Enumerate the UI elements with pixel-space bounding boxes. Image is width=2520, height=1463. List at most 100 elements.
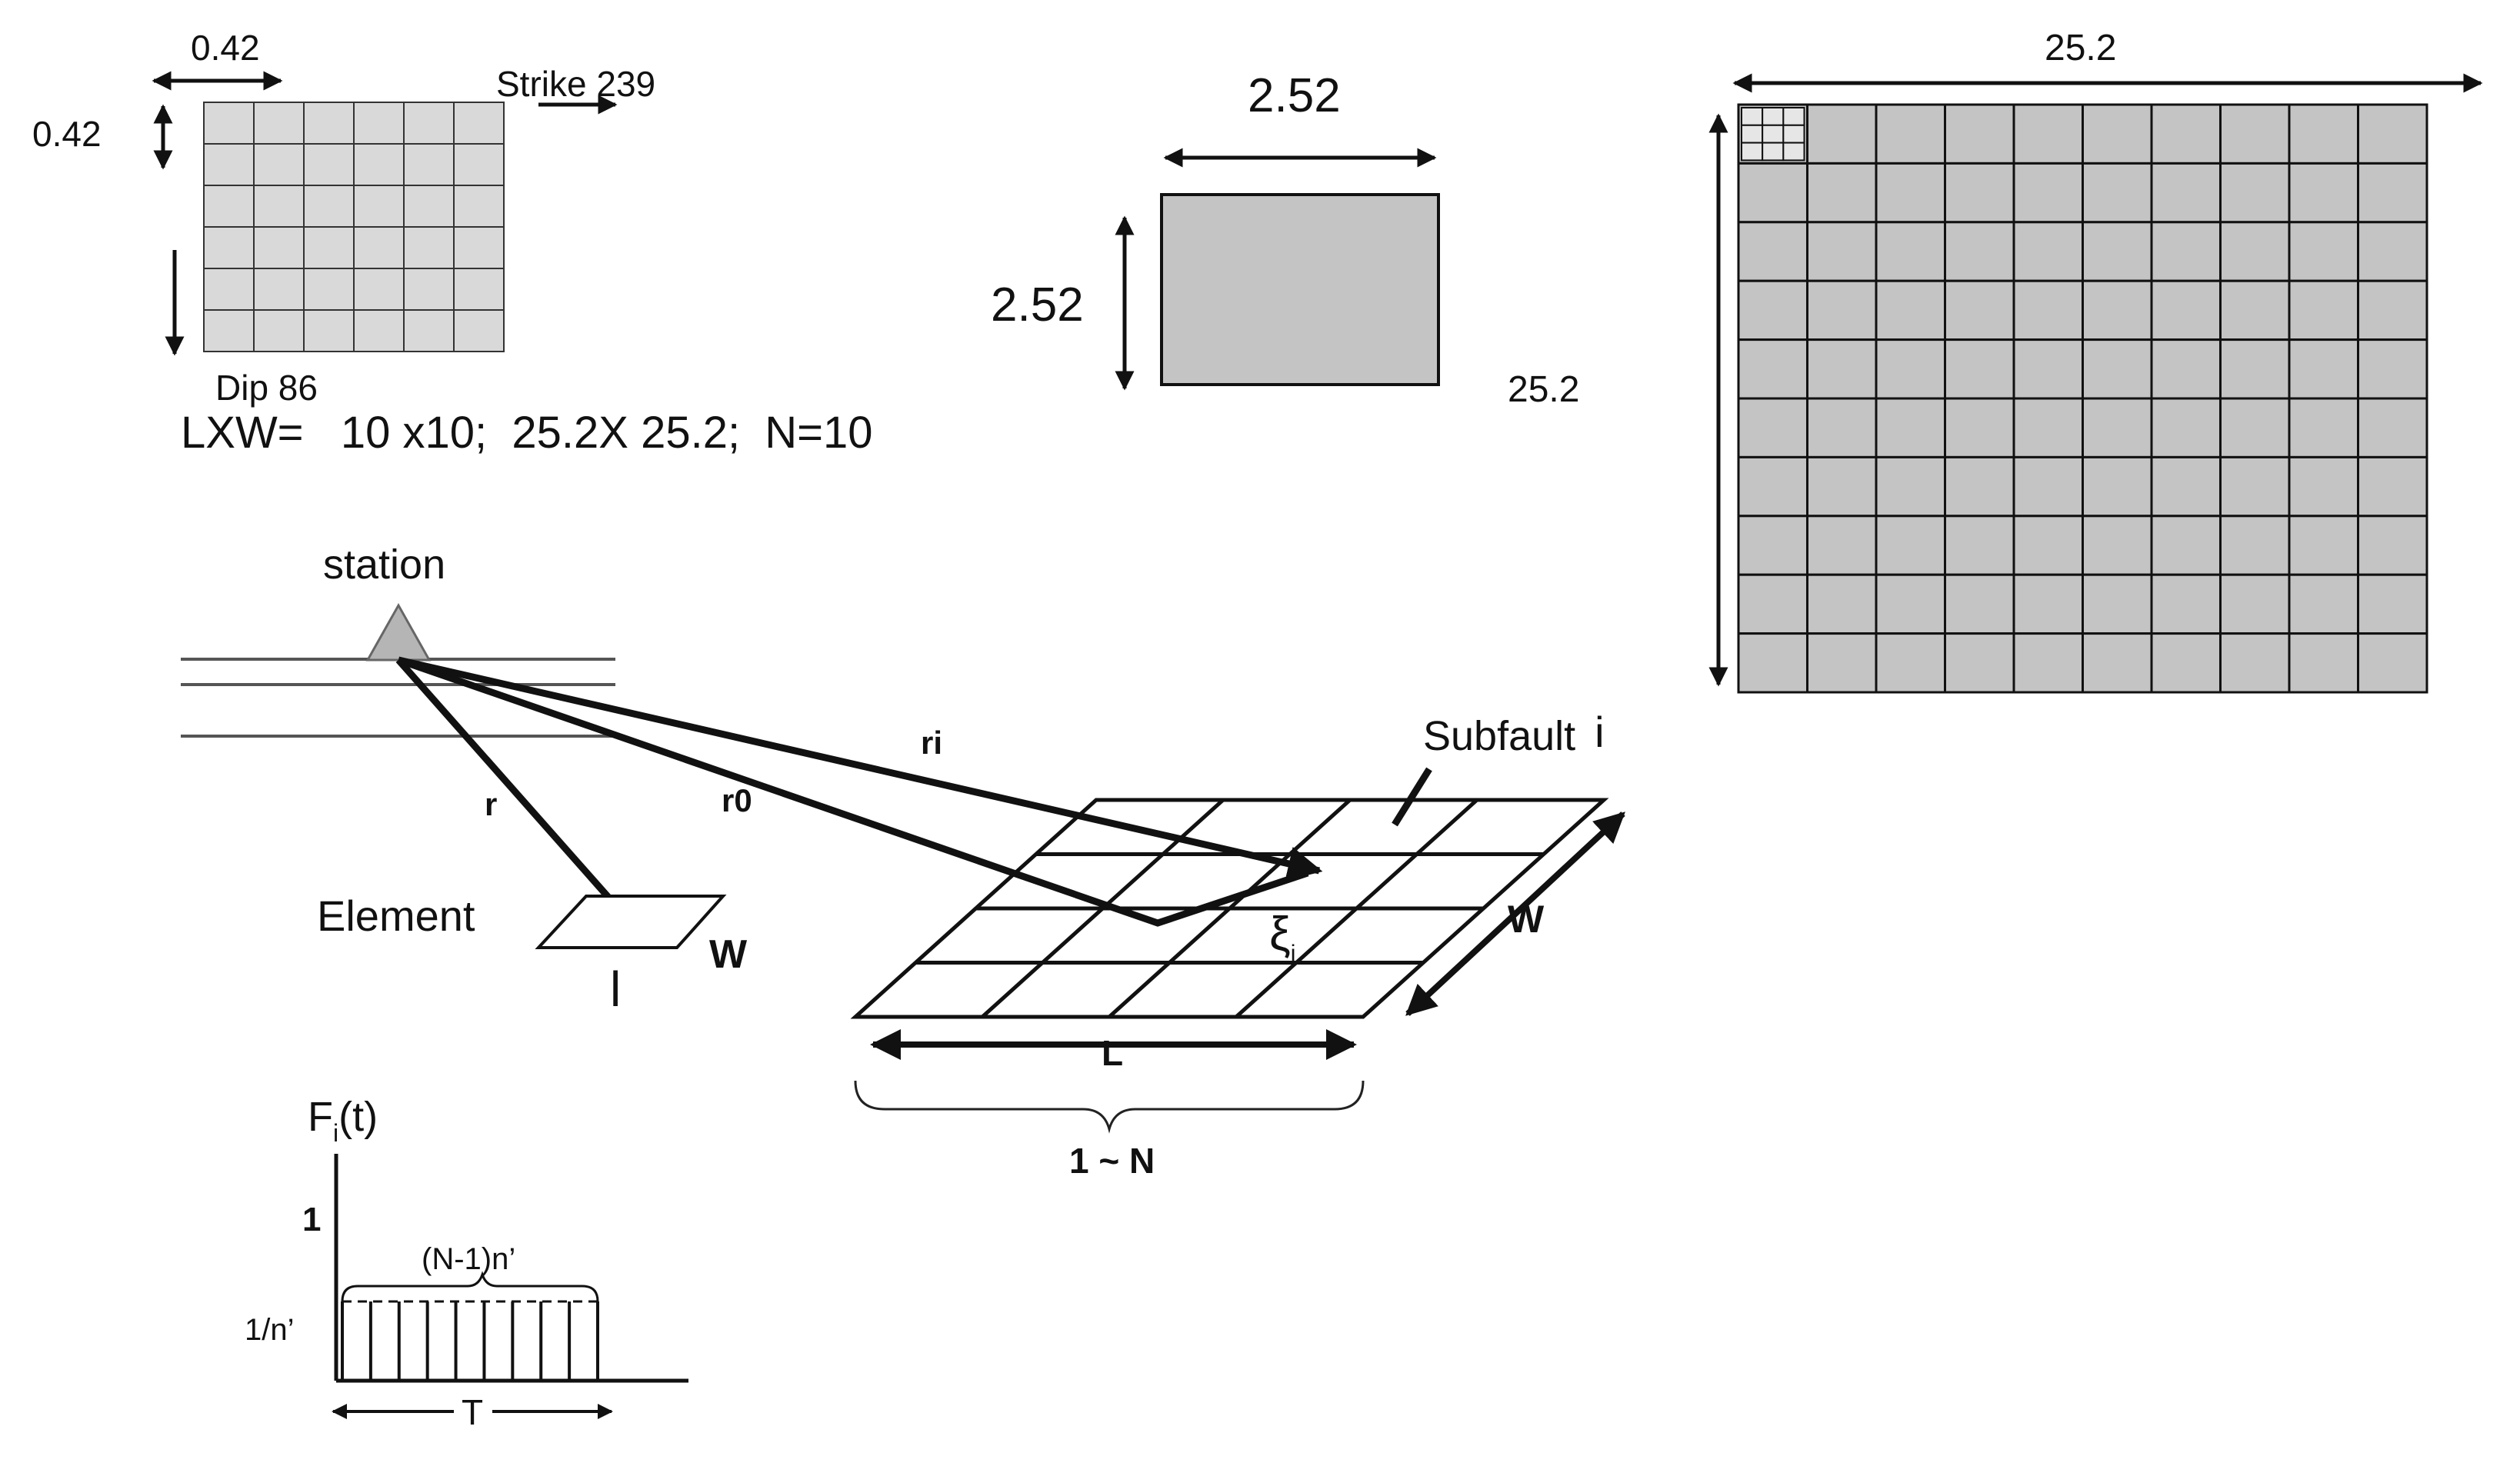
grid-cell [353,185,405,228]
subgrid-cell [1741,124,1764,144]
grid-cell [303,309,355,352]
grid-cell [2082,573,2153,635]
height-label: 0.42 [32,114,102,154]
grid-cell [2150,573,2222,635]
subgrid-cell [1782,124,1805,144]
time-function-panel: Fi(t) 1 1/n’ (N-1)n’ T [245,1094,688,1433]
ray-r [395,658,626,916]
grid-cell [1875,103,1946,165]
grid-cell [1944,632,2015,694]
grid-cell [1944,279,2015,342]
grid-cell [1806,397,1878,458]
grid-cell [1806,455,1878,518]
grid-cell [2150,455,2222,518]
fault-w-label: W [1508,898,1545,941]
grid-cell [2219,221,2291,282]
grid-cell [1737,632,1808,694]
t-label: T [462,1392,483,1432]
grid-cell [203,143,255,186]
grid-cell [303,102,355,145]
grid-cell [1806,279,1878,342]
ri-label: ri [921,725,942,761]
grid-cell [403,143,455,186]
grid-cell [1806,632,1878,694]
ray-ri [397,656,1323,881]
grid-cell [1944,162,2015,224]
grid-cell [2082,455,2153,518]
grid-cell [2082,632,2153,694]
xi-subscript: i [1291,941,1296,966]
grid-cell [203,226,255,269]
grid-cell [203,102,255,145]
range-label: 1 ~ N [1069,1141,1155,1181]
grid-cell [2357,515,2428,576]
grid-cell [1944,338,2015,400]
grid-cell [1737,573,1808,635]
grid-cell [2012,455,2084,518]
grid-cell [1875,573,1946,635]
f-argument: (t) [338,1094,378,1140]
t-label-backdrop [454,1391,492,1433]
grid-cell [1944,221,2015,282]
grid-cell [353,226,405,269]
grid-cell [1806,573,1878,635]
subgrid-cell [1762,142,1785,162]
subgrid-cell [1762,124,1785,144]
grid-cell [453,226,505,269]
range-brace [854,1080,1365,1134]
geometry-panel: station r Element l W r0 ri Subfault i ξ… [181,542,1625,1181]
grid-cell [1944,397,2015,458]
grid-cell [2288,103,2359,165]
fault-w-arrow [1405,811,1625,1016]
xi-symbol: ξ [1269,908,1291,961]
grid-cell [2012,515,2084,576]
grid-cell [2288,632,2359,694]
subgrid-cell [1741,107,1764,126]
grid-cell [2082,221,2153,282]
grid-cell [1875,221,1946,282]
grid-cell [403,309,455,352]
subfault-label: Subfault i [1423,708,1605,759]
grid-cell [2219,455,2291,518]
grid-cell [1944,103,2015,165]
grid-cell [453,309,505,352]
grid-cell [1806,162,1878,224]
grid-cell [2357,279,2428,342]
grid-cell [2150,221,2222,282]
element-grid-panel: 0.42 0.42 Strike 239 Dip 86 LXW= 10 x10;… [32,28,873,458]
grid-cell [2150,103,2222,165]
grid-cell [253,185,305,228]
grid-cell [453,268,505,311]
grid-cell [203,185,255,228]
ray-r0 [397,656,1309,927]
grid-cell [2150,338,2222,400]
grid-cell [2150,397,2222,458]
grid-cell [303,268,355,311]
subgrid-cell [1782,142,1805,162]
grid-cell [1875,455,1946,518]
grid-cell [303,185,355,228]
grid-cell [1737,515,1808,576]
grid-cell [1737,279,1808,342]
grid-cell [2012,632,2084,694]
element-patch [535,895,727,949]
dip-label: Dip 86 [215,368,318,408]
grid-cell [2288,338,2359,400]
grid-cell [2219,397,2291,458]
grid-cell [303,143,355,186]
grid-cell [2082,515,2153,576]
grid-cell [1875,162,1946,224]
grid-cell [2357,103,2428,165]
grid-cell [1875,279,1946,342]
grid-cell [2082,162,2153,224]
subfault-label-text: Subfault [1423,713,1587,759]
grid-cell [1875,632,1946,694]
element-l-label: l [610,961,621,1017]
element-label: Element [317,891,475,940]
grid-cell [2150,515,2222,576]
grid-cell [2012,221,2084,282]
grid-cell [1875,338,1946,400]
grid-cell [2012,338,2084,400]
